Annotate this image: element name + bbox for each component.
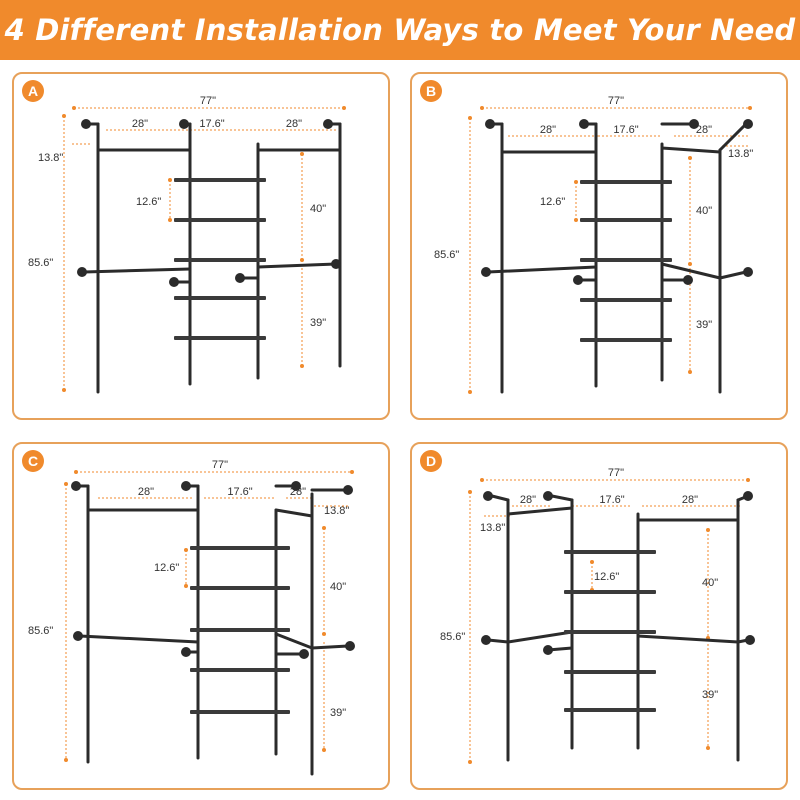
dimension-lines xyxy=(63,107,344,390)
dim-middle-bay: 17.6" xyxy=(199,118,224,130)
rack-diagram-b: 77" 28" 17.6" 28" 13.8" 85.6" 12.6" 40" … xyxy=(434,95,753,394)
dim-depth: 13.8" xyxy=(324,505,349,517)
dim-middle-bay: 17.6" xyxy=(599,494,624,506)
rack-diagram-d: 77" 28" 17.6" 28" 13.8" 85.6" 12.6" 40" … xyxy=(440,467,755,764)
dim-upper-height: 40" xyxy=(330,581,346,593)
dim-height: 85.6" xyxy=(440,631,465,643)
panel-c: C 77" 28" 17.6" 28" 13.8" 85.6" 12.6" 40… xyxy=(12,442,390,790)
dim-left-bay: 28" xyxy=(132,118,148,130)
panel-b: B 77" 28" 17.6" 28" 13.8" 85.6" 12.6" 40… xyxy=(410,72,788,420)
dim-right-bay: 28" xyxy=(696,124,712,136)
dim-height: 85.6" xyxy=(28,625,53,637)
dim-height: 85.6" xyxy=(28,257,53,269)
dim-lower-height: 39" xyxy=(702,689,718,701)
panel-badge: D xyxy=(420,450,442,472)
dim-total-width: 77" xyxy=(200,95,216,107)
dim-total-width: 77" xyxy=(608,467,624,479)
panel-badge: B xyxy=(420,80,442,102)
wall-flanges xyxy=(77,119,341,287)
dim-middle-bay: 17.6" xyxy=(227,486,252,498)
dim-depth: 13.8" xyxy=(728,148,753,160)
dim-upper-height: 40" xyxy=(702,577,718,589)
dim-left-bay: 28" xyxy=(540,124,556,136)
dim-upper-height: 40" xyxy=(696,205,712,217)
rack-diagram-a: 77" 28" 17.6" 28" 13.8" 85.6" 12.6" 40" … xyxy=(28,95,346,394)
dim-lower-height: 39" xyxy=(330,707,346,719)
dim-height: 85.6" xyxy=(434,249,459,261)
panel-badge: A xyxy=(22,80,44,102)
dim-depth: 13.8" xyxy=(480,522,505,534)
dim-left-bay: 28" xyxy=(138,486,154,498)
dim-total-width: 77" xyxy=(212,459,228,471)
dim-lower-height: 39" xyxy=(310,317,326,329)
dim-right-bay: 28" xyxy=(286,118,302,130)
dim-shelf-gap: 12.6" xyxy=(154,562,179,574)
panel-d: D 77" 28" 17.6" 28" 13.8" 85.6" 12.6" 40… xyxy=(410,442,788,790)
dim-shelf-gap: 12.6" xyxy=(594,571,619,583)
dim-right-bay: 28" xyxy=(682,494,698,506)
dim-middle-bay: 17.6" xyxy=(613,124,638,136)
dim-total-width: 77" xyxy=(608,95,624,107)
header-title: 4 Different Installation Ways to Meet Yo… xyxy=(4,13,796,47)
dim-lower-height: 39" xyxy=(696,319,712,331)
rack-diagram-c: 77" 28" 17.6" 28" 13.8" 85.6" 12.6" 40" … xyxy=(28,459,355,776)
dim-shelf-gap: 12.6" xyxy=(540,196,565,208)
dim-left-bay: 28" xyxy=(520,494,536,506)
panel-badge: C xyxy=(22,450,44,472)
header-banner: 4 Different Installation Ways to Meet Yo… xyxy=(0,0,800,60)
dim-upper-height: 40" xyxy=(310,203,326,215)
dim-shelf-gap: 12.6" xyxy=(136,196,161,208)
shelves xyxy=(174,178,266,340)
panel-a: A 77" 28" 17.6" 28" 13.8" 85.6" 12.6" 40… xyxy=(12,72,390,420)
dim-depth: 13.8" xyxy=(38,152,63,164)
